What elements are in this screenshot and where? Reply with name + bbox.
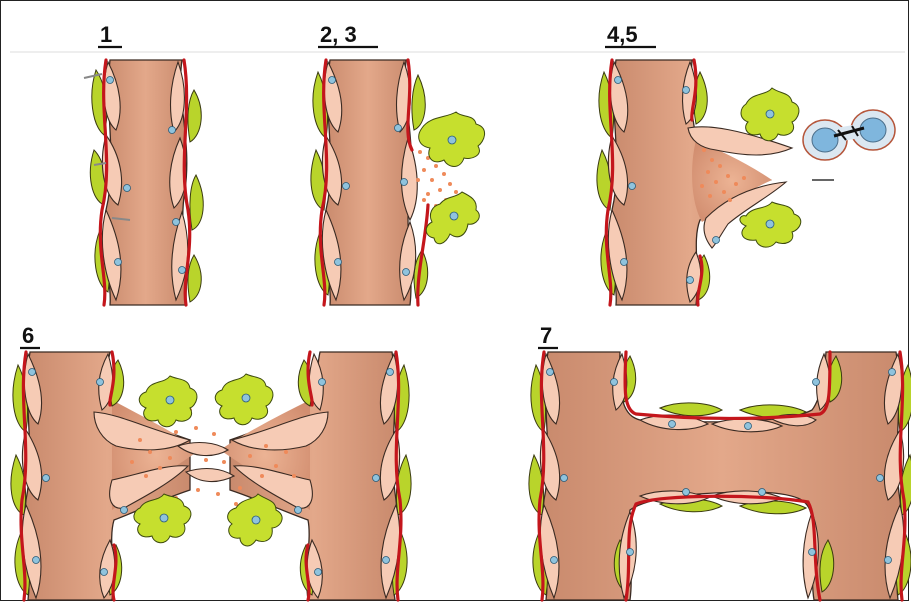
pericyte — [660, 403, 722, 416]
inflammatory-cell — [215, 374, 273, 425]
pericyte — [188, 255, 201, 302]
inflammatory-cell — [741, 88, 799, 141]
vessel-2-3 — [311, 60, 428, 305]
vessel-7 — [529, 352, 911, 600]
inflammatory-cell — [426, 192, 479, 244]
pericyte — [412, 75, 425, 130]
panel-4-5: 4,5 — [597, 22, 895, 305]
dividing-cell-icon — [803, 110, 895, 180]
pericyte — [188, 90, 201, 142]
inflammatory-cell — [139, 376, 197, 427]
panel-7: 7 — [529, 323, 911, 600]
panel-label-6: 6 — [22, 323, 34, 348]
panel-label-2-3: 2, 3 — [320, 22, 357, 47]
pericyte — [190, 175, 203, 230]
vessel-1 — [84, 60, 203, 305]
panel-label-1: 1 — [100, 22, 112, 47]
panel-2-3: 2, 3 — [311, 22, 485, 305]
panel-label-4-5: 4,5 — [607, 22, 638, 47]
panel-6: 6 — [11, 323, 411, 600]
panel-1: 1 — [84, 22, 203, 305]
panel-label-7: 7 — [540, 323, 552, 348]
